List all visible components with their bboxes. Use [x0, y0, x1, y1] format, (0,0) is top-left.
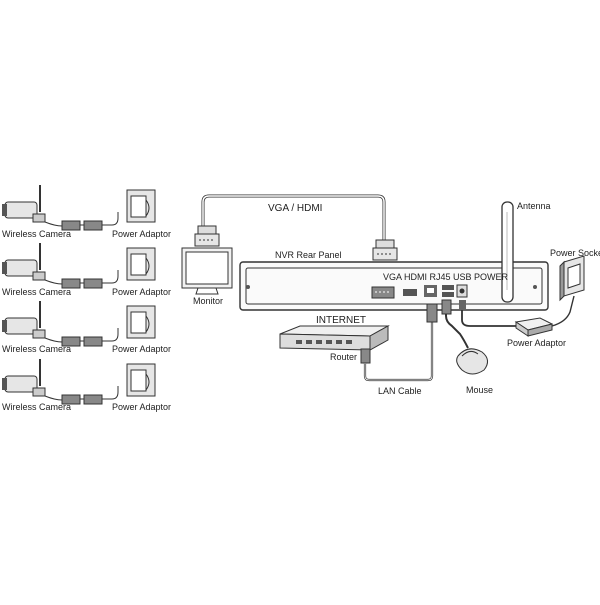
rj45-port-icon — [424, 285, 437, 297]
power-adaptor-icon — [126, 247, 156, 281]
router-label: Router — [330, 352, 358, 362]
power-adaptor-icon — [126, 305, 156, 339]
camera-row-2 — [2, 243, 156, 289]
wireless-camera-icon — [2, 243, 63, 285]
adaptor-label-1: Power Adaptor — [112, 229, 172, 239]
adaptor-label-2: Power Adaptor — [112, 287, 172, 297]
vga-connector-icon — [372, 239, 398, 261]
power-socket-label: Power Socket — [550, 248, 600, 258]
camera-connector-icon — [61, 386, 119, 405]
right-adaptor-label: Power Adaptor — [507, 338, 567, 348]
vga-hdmi-cable-label: VGA / HDMI — [268, 203, 323, 214]
nvr-ports-label: VGA HDMI RJ45 USB POWER — [383, 272, 509, 282]
camera-label-2: Wireless Camera — [2, 287, 72, 297]
wireless-camera-icon — [2, 359, 63, 401]
camera-label-4: Wireless Camera — [2, 402, 72, 412]
monitor-label: Monitor — [193, 296, 224, 306]
camera-row-1 — [2, 185, 156, 231]
vga-port-icon — [371, 286, 395, 299]
hdmi-port-icon — [403, 289, 417, 296]
camera-label-1: Wireless Camera — [2, 229, 72, 239]
adaptor-label-3: Power Adaptor — [112, 344, 172, 354]
internet-label: INTERNET — [316, 315, 366, 326]
power-adaptor-icon — [126, 189, 156, 223]
monitor-icon — [181, 247, 233, 295]
power-adaptor-icon — [459, 295, 575, 337]
antenna-label: Antenna — [517, 201, 551, 211]
vga-hdmi-cable — [194, 194, 398, 261]
lan-cable-label: LAN Cable — [378, 386, 422, 396]
antenna-icon — [501, 201, 514, 303]
mouse-label: Mouse — [466, 385, 494, 395]
power-port-icon — [456, 284, 468, 298]
usb-port-icon — [442, 285, 454, 297]
mouse-icon — [441, 299, 488, 375]
camera-connector-icon — [61, 328, 119, 347]
power-socket-icon — [559, 255, 585, 302]
camera-connector-icon — [61, 212, 119, 231]
nvr-panel-label: NVR Rear Panel — [275, 250, 342, 260]
power-adaptor-icon — [126, 363, 156, 397]
wireless-camera-icon — [2, 185, 63, 227]
lan-cable — [360, 303, 438, 382]
camera-label-3: Wireless Camera — [2, 344, 72, 354]
router-icon — [279, 325, 390, 351]
adaptor-label-4: Power Adaptor — [112, 402, 172, 412]
vga-connector-icon — [194, 225, 220, 247]
nvr-rear-panel — [239, 261, 549, 311]
camera-row-3 — [2, 301, 156, 347]
camera-connector-icon — [61, 270, 119, 289]
wireless-camera-icon — [2, 301, 63, 343]
camera-row-4 — [2, 359, 156, 405]
